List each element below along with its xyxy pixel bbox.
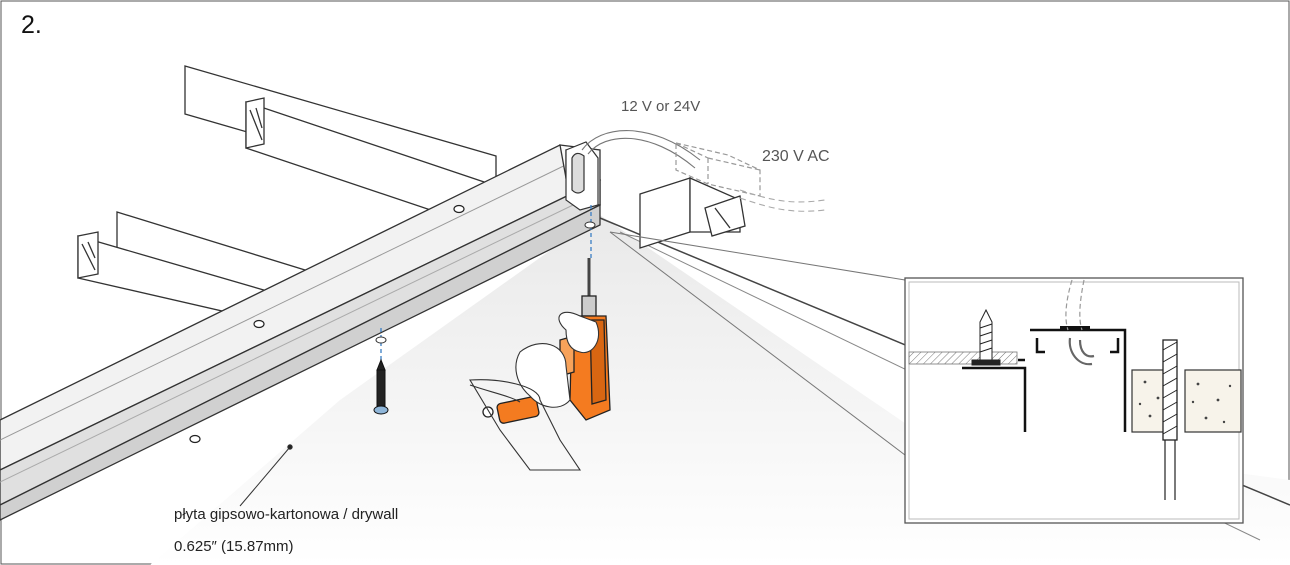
low-voltage-label: 12 V or 24V — [621, 98, 701, 115]
mains-voltage-label: 230 V AC — [762, 148, 830, 165]
profile-end-cap — [565, 141, 599, 211]
anchor-plug-mid — [375, 336, 387, 344]
ceiling-stud-right — [639, 177, 746, 249]
step-number: 2. — [21, 11, 42, 39]
detail-callout-lines — [609, 231, 906, 456]
ceiling-stud-back — [184, 65, 497, 233]
profile-screw-holes — [189, 204, 465, 444]
detail-inset — [904, 277, 1244, 524]
anchor-plug-top — [584, 221, 596, 229]
drywall-leader — [239, 444, 293, 507]
drywall-screw-icon — [373, 358, 389, 415]
drywall-thickness-label: 0.625″ (15.87mm) — [174, 538, 294, 555]
drywall-label: płyta gipsowo-kartonowa / drywall — [174, 506, 399, 523]
hands-outline — [469, 311, 600, 471]
low-voltage-cable — [581, 130, 701, 169]
mains-cable — [739, 189, 826, 212]
